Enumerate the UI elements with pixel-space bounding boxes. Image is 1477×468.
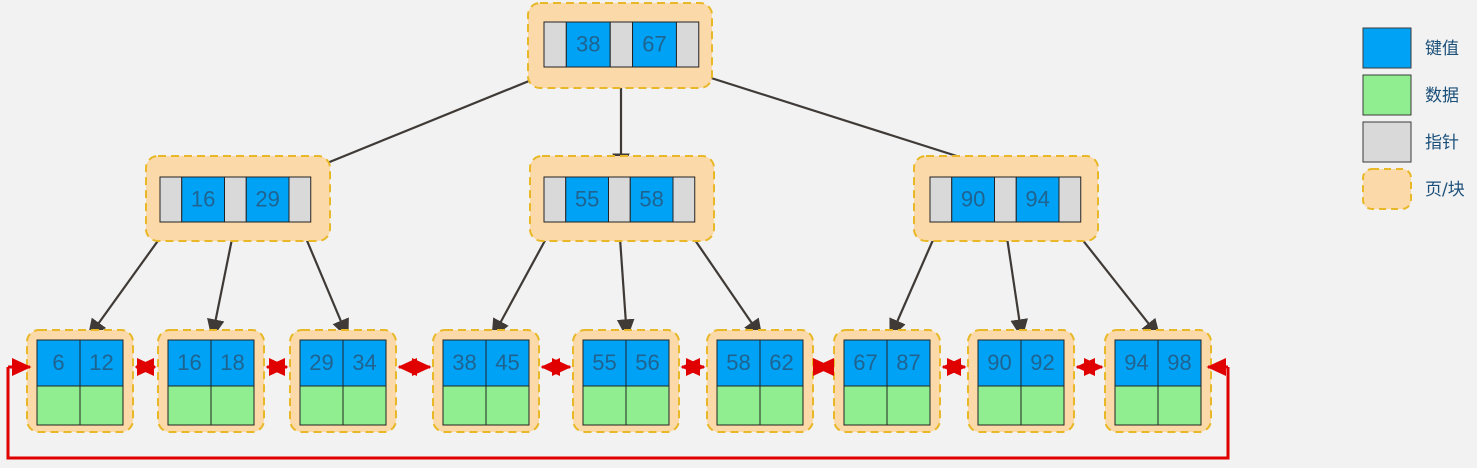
key-cell[interactable] xyxy=(565,176,609,223)
data-cell[interactable] xyxy=(582,385,627,426)
data-cell[interactable] xyxy=(1020,385,1065,426)
pointer-cell[interactable] xyxy=(675,21,700,68)
legend-item-数据: 数据 xyxy=(1362,74,1459,116)
key-cell[interactable] xyxy=(632,21,677,68)
tree-edge-internal-3-to-leaf-7 xyxy=(888,223,942,340)
pointer-cell[interactable] xyxy=(1058,176,1082,223)
tree-edge-internal-1-to-leaf-1 xyxy=(87,223,171,339)
key-cell[interactable] xyxy=(245,176,290,223)
pointer-cell[interactable] xyxy=(159,176,183,223)
legend-item-指针: 指针 xyxy=(1362,121,1459,163)
key-cell[interactable] xyxy=(582,339,627,387)
data-cell[interactable] xyxy=(36,385,81,426)
legend-swatch-data xyxy=(1362,74,1412,116)
pointer-cell[interactable] xyxy=(672,176,696,223)
data-cell[interactable] xyxy=(843,385,888,426)
leaf-wrap-link xyxy=(6,367,1230,460)
tree-edge-internal-1-to-leaf-3 xyxy=(298,223,350,340)
key-cell[interactable] xyxy=(36,339,81,387)
pointer-cell[interactable] xyxy=(608,176,631,223)
pointer-cell[interactable] xyxy=(288,176,312,223)
tree-edge-internal-3-to-leaf-8 xyxy=(1003,223,1028,340)
legend-item-键值: 键值 xyxy=(1362,27,1459,69)
legend-label: 键值 xyxy=(1425,39,1459,59)
key-cell[interactable] xyxy=(1157,339,1202,387)
key-cell[interactable] xyxy=(342,339,387,387)
data-cell[interactable] xyxy=(625,385,670,426)
legend-label: 指针 xyxy=(1425,133,1459,153)
data-cell[interactable] xyxy=(716,385,761,426)
data-cell[interactable] xyxy=(442,385,487,426)
key-cell[interactable] xyxy=(1015,176,1060,223)
pointer-cell[interactable] xyxy=(994,176,1017,223)
pointer-cell[interactable] xyxy=(543,176,567,223)
data-cell[interactable] xyxy=(485,385,530,426)
data-cell[interactable] xyxy=(759,385,804,426)
pointer-cell[interactable] xyxy=(224,176,247,223)
key-cell[interactable] xyxy=(79,339,124,387)
legend-swatch-pointer xyxy=(1362,121,1412,163)
key-cell[interactable] xyxy=(843,339,888,387)
data-cell[interactable] xyxy=(299,385,344,426)
data-cell[interactable] xyxy=(167,385,212,426)
key-cell[interactable] xyxy=(977,339,1022,387)
key-cell[interactable] xyxy=(442,339,487,387)
key-cell[interactable] xyxy=(485,339,530,387)
tree-edge-root-to-internal-1 xyxy=(303,68,557,174)
key-cell[interactable] xyxy=(759,339,804,387)
key-cell[interactable] xyxy=(951,176,995,223)
leaf-sibling-links xyxy=(6,358,1230,460)
data-cell[interactable] xyxy=(886,385,931,426)
key-cell[interactable] xyxy=(716,339,761,387)
key-cell[interactable] xyxy=(629,176,674,223)
data-cell[interactable] xyxy=(210,385,255,426)
data-cell[interactable] xyxy=(342,385,387,426)
tree-edges xyxy=(87,68,1161,340)
key-cell[interactable] xyxy=(625,339,670,387)
data-cell[interactable] xyxy=(1114,385,1159,426)
key-cell[interactable] xyxy=(299,339,344,387)
data-cell[interactable] xyxy=(79,385,124,426)
legend-swatch-page_fill xyxy=(1362,168,1412,210)
tree-edge-internal-1-to-leaf-2 xyxy=(207,223,237,340)
legend-label: 页/块 xyxy=(1425,180,1465,200)
pointer-cell[interactable] xyxy=(609,21,634,68)
tree-edge-internal-3-to-leaf-9 xyxy=(1069,223,1161,339)
legend-swatch-key xyxy=(1362,27,1412,69)
pointer-cell[interactable] xyxy=(543,21,567,68)
tree-edge-internal-2-to-leaf-5 xyxy=(616,223,635,340)
pointer-cell[interactable] xyxy=(929,176,953,223)
data-cell[interactable] xyxy=(977,385,1022,426)
data-cell[interactable] xyxy=(1157,385,1202,426)
tree-edge-internal-2-to-leaf-6 xyxy=(683,223,763,339)
key-cell[interactable] xyxy=(565,21,611,68)
key-cell[interactable] xyxy=(167,339,212,387)
legend-label: 数据 xyxy=(1425,86,1459,106)
key-cell[interactable] xyxy=(886,339,931,387)
tree-edge-internal-2-to-leaf-4 xyxy=(491,223,555,339)
key-cell[interactable] xyxy=(1114,339,1159,387)
key-cell[interactable] xyxy=(1020,339,1065,387)
legend-item-页/块: 页/块 xyxy=(1362,168,1465,210)
key-cell[interactable] xyxy=(210,339,255,387)
key-cell[interactable] xyxy=(181,176,225,223)
